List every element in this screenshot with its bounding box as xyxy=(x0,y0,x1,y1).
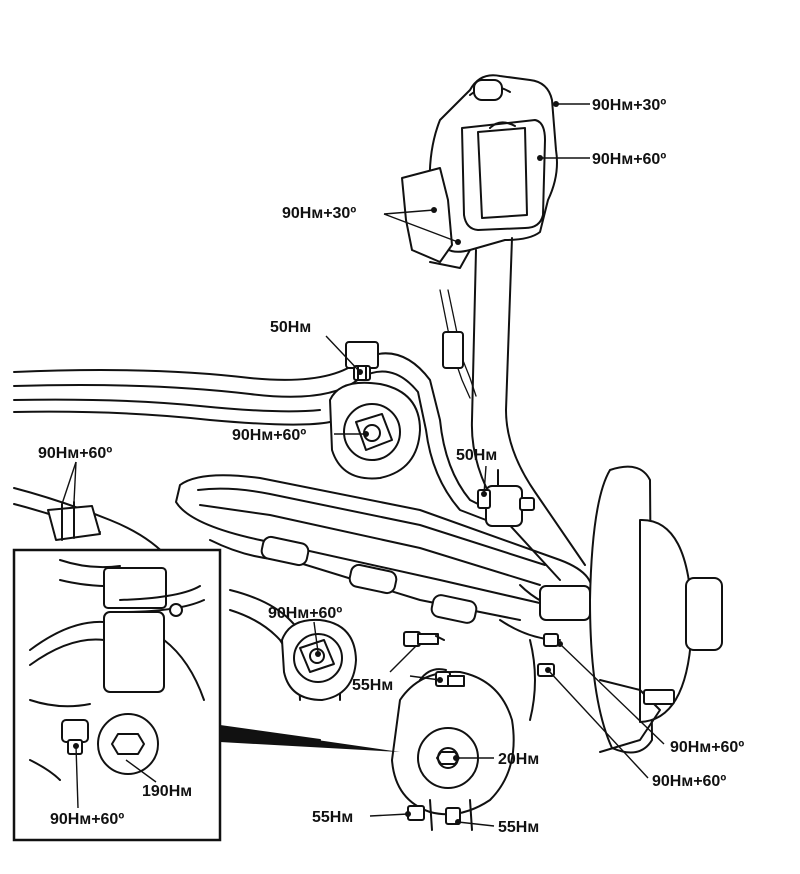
stab-clamp xyxy=(345,341,379,381)
lower-arm-bushing xyxy=(281,618,357,701)
label-top-right-1: 90Нм+30º xyxy=(592,97,666,114)
label-stab-bushing: 90Нм+60º xyxy=(232,427,306,444)
wheel-hub xyxy=(529,465,723,754)
subframe-bushing xyxy=(329,381,421,480)
label-top-left: 90Нм+30º xyxy=(282,205,356,222)
inset-panel xyxy=(12,548,222,842)
lower-subframe xyxy=(209,535,561,701)
leader-lines xyxy=(61,101,665,827)
label-top-right-2: 90Нм+60º xyxy=(592,151,666,168)
label-left-bracket: 90Нм+60º xyxy=(38,445,112,462)
label-lower-arm-bushing: 90Нм+60º xyxy=(268,605,342,622)
label-hub-nut: 20Нм xyxy=(498,751,539,768)
label-inset-190: 190Нм xyxy=(142,783,192,800)
label-bottom-55-left: 55Нм xyxy=(312,809,353,826)
label-right-2: 90Нм+60º xyxy=(652,773,726,790)
label-stab-clamp: 50Нм xyxy=(270,319,311,336)
label-mid-55: 55Нм xyxy=(352,677,393,694)
label-right-1: 90Нм+60º xyxy=(670,739,744,756)
link-bracket xyxy=(477,469,535,527)
upper-mount xyxy=(401,74,558,269)
left-bracket xyxy=(13,487,171,561)
lower-knuckle xyxy=(391,668,515,831)
label-inset-90: 90Нм+60º xyxy=(50,811,124,828)
mid-bolt xyxy=(403,631,445,647)
strut xyxy=(439,237,586,581)
label-bottom-55-right: 55Нм xyxy=(498,819,539,836)
label-link-top: 50Нм xyxy=(456,447,497,464)
